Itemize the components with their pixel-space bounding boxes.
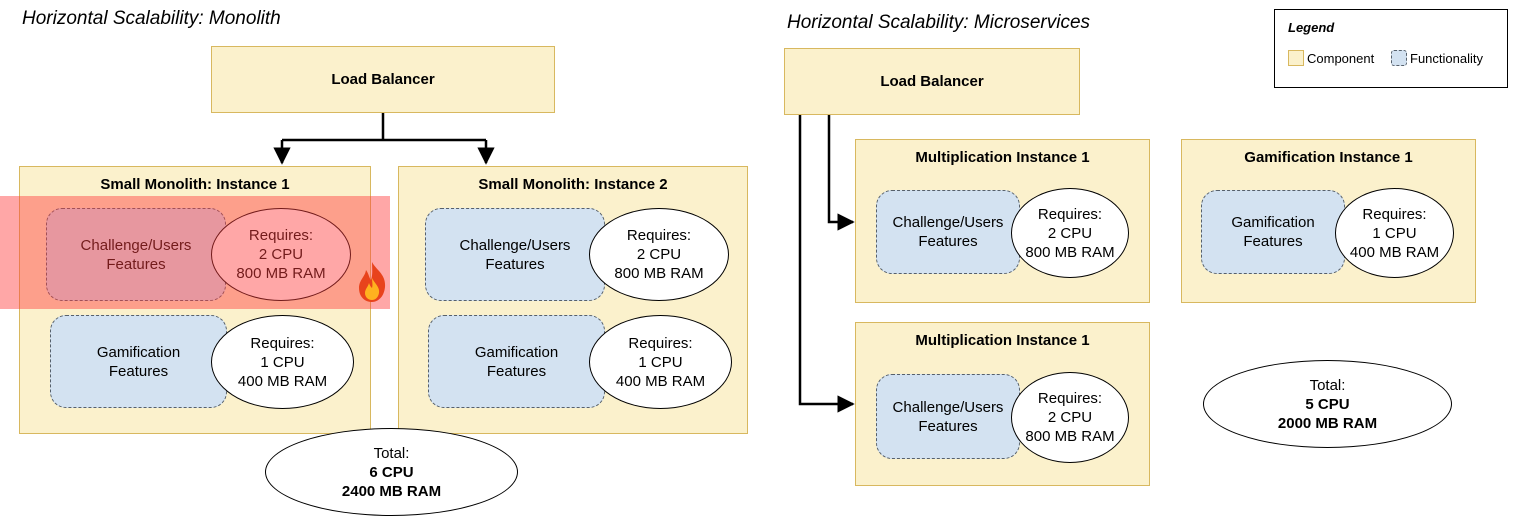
requires-line: 400 MB RAM (1349, 243, 1440, 261)
requires-line: 1 CPU (1372, 224, 1417, 242)
func-label-line: Features (918, 417, 978, 435)
instance-title: Gamification Instance 1 (1244, 149, 1413, 166)
requires-line: 800 MB RAM (1025, 428, 1115, 445)
func-label-line: Gamification (1231, 214, 1315, 231)
microservices-load-balancer: Load Balancer (784, 48, 1080, 115)
load-balancer-label: Load Balancer (880, 73, 984, 90)
monolith-total-ellipse: Total: 6 CPU 2400 MB RAM (265, 428, 518, 516)
func-label-line: Features (1243, 233, 1303, 250)
total-label: Total: (1309, 376, 1346, 394)
func-label-line: Challenge/Users (459, 236, 571, 254)
requires-line: 800 MB RAM (1025, 243, 1115, 261)
requires-line: Requires: (1037, 205, 1103, 223)
requires-line: Requires: (626, 227, 692, 244)
load-balancer-label: Load Balancer (331, 71, 435, 88)
requires-line: 2 CPU (636, 246, 682, 263)
total-cpu: 5 CPU (1305, 395, 1350, 413)
gamification-functionality: Gamification Features (50, 315, 227, 408)
arrow-to-multiplication-1 (827, 115, 855, 231)
requires-line: Requires: (248, 227, 314, 244)
requires-line: 2 CPU (258, 246, 304, 263)
monolith-load-balancer: Load Balancer (211, 46, 555, 113)
instance-title: Multiplication Instance 1 (915, 149, 1090, 166)
requires-line: 2 CPU (1047, 409, 1093, 426)
requires-ellipse: Requires: 2 CPU 800 MB RAM (1011, 372, 1129, 463)
func-label-line: Features (108, 362, 169, 380)
func-label-line: Features (486, 362, 547, 380)
requires-line: Requires: (1037, 390, 1103, 407)
requires-line: 1 CPU (260, 353, 305, 371)
monolith-heading: Horizontal Scalability: Monolith (22, 8, 281, 29)
requires-ellipse: Requires: 2 CPU 800 MB RAM (1011, 188, 1129, 278)
func-label-line: Features (485, 255, 545, 273)
gamification-functionality: Gamification Features (1201, 190, 1345, 274)
requires-line: 2 CPU (1047, 224, 1093, 242)
instance-title: Multiplication Instance 1 (915, 332, 1090, 349)
instance-title: Small Monolith: Instance 2 (478, 176, 668, 193)
requires-line: 800 MB RAM (236, 265, 326, 282)
instance-title: Small Monolith: Instance 1 (100, 176, 290, 193)
total-ram: 2000 MB RAM (1277, 414, 1378, 432)
func-label-line: Challenge/Users (892, 398, 1004, 416)
func-label-line: Features (106, 255, 166, 273)
func-label-line: Challenge/Users (80, 236, 192, 254)
challenge-users-functionality: Challenge/Users Features (46, 208, 226, 301)
total-cpu: 6 CPU (369, 463, 414, 481)
fire-icon (359, 262, 386, 302)
challenge-users-functionality: Challenge/Users Features (876, 190, 1020, 274)
gamification-functionality: Gamification Features (428, 315, 605, 408)
microservices-total-ellipse: Total: 5 CPU 2000 MB RAM (1203, 360, 1452, 448)
legend: Legend Component Functionality (1274, 9, 1508, 88)
requires-ellipse: Requires: 2 CPU 800 MB RAM (211, 208, 351, 301)
requires-ellipse: Requires: 2 CPU 800 MB RAM (589, 208, 729, 301)
func-label-line: Challenge/Users (892, 214, 1004, 231)
requires-line: 1 CPU (638, 353, 683, 371)
func-label-line: Gamification (96, 343, 181, 361)
legend-title: Legend (1288, 20, 1335, 35)
microservices-heading: Horizontal Scalability: Microservices (787, 12, 1091, 33)
requires-line: 800 MB RAM (614, 265, 704, 282)
total-ram: 2400 MB RAM (341, 482, 442, 500)
legend-label: Functionality (1410, 51, 1483, 66)
requires-ellipse: Requires: 1 CPU 400 MB RAM (1335, 188, 1454, 278)
requires-line: 400 MB RAM (237, 372, 328, 390)
lb-connector (282, 113, 486, 142)
total-label: Total: (373, 444, 410, 462)
arrow-to-multiplication-2 (798, 115, 855, 413)
challenge-users-functionality: Challenge/Users Features (876, 374, 1020, 459)
component-swatch (1288, 50, 1304, 66)
func-label-line: Features (918, 233, 978, 250)
requires-line: Requires: (628, 334, 693, 352)
func-label-line: Gamification (474, 343, 559, 361)
functionality-swatch (1391, 50, 1407, 66)
hotspot-highlight (0, 196, 390, 309)
challenge-users-functionality: Challenge/Users Features (425, 208, 605, 301)
requires-ellipse: Requires: 1 CPU 400 MB RAM (211, 315, 354, 409)
requires-line: Requires: (1362, 205, 1427, 223)
requires-ellipse: Requires: 1 CPU 400 MB RAM (589, 315, 732, 409)
legend-label: Component (1307, 51, 1375, 66)
requires-line: Requires: (250, 334, 315, 352)
requires-line: 400 MB RAM (615, 372, 706, 390)
